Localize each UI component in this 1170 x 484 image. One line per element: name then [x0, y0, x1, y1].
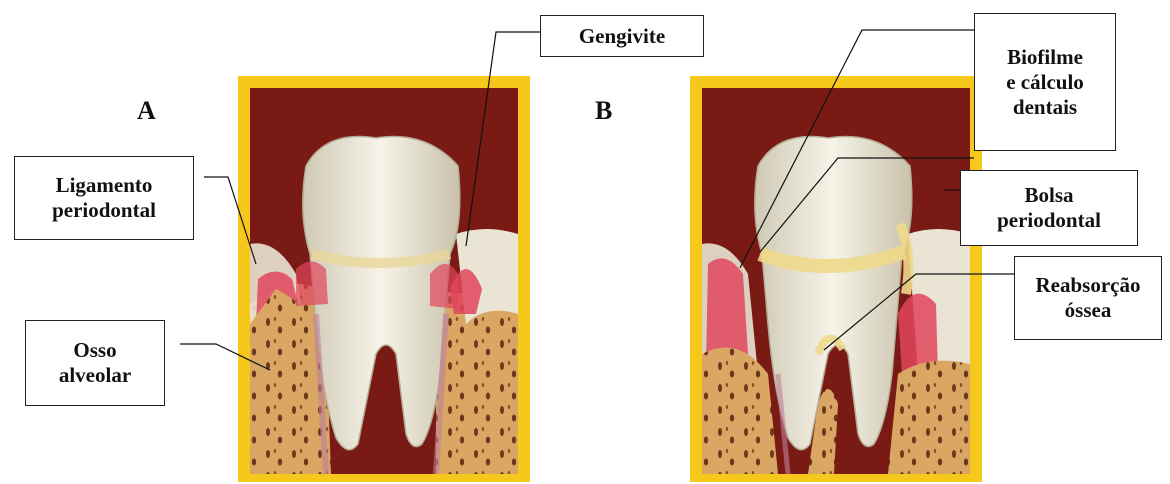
panel-letter-a: A — [137, 96, 156, 126]
illustration-periodontitis-tooth — [688, 74, 984, 484]
label-osso-alveolar: Osso alveolar — [25, 320, 165, 406]
label-biofilme-line-2: e cálculo — [1006, 70, 1084, 95]
label-ligamento-periodontal: Ligamento periodontal — [14, 156, 194, 240]
label-ligamento-line-1: Ligamento — [56, 173, 153, 198]
label-reabsorcao-line-1: Reabsorção — [1036, 273, 1141, 298]
label-bolsa-periodontal: Bolsa periodontal — [960, 170, 1138, 246]
label-biofilme-calculo: Biofilme e cálculo dentais — [974, 13, 1116, 151]
label-biofilme-line-1: Biofilme — [1007, 45, 1083, 70]
label-biofilme-line-3: dentais — [1013, 95, 1077, 120]
label-ligamento-line-2: periodontal — [52, 198, 156, 223]
label-gengivite: Gengivite — [540, 15, 704, 57]
panel-letter-b: B — [595, 96, 612, 126]
label-bolsa-line-1: Bolsa — [1024, 183, 1073, 208]
label-gengivite-line-1: Gengivite — [579, 24, 665, 49]
label-bolsa-line-2: periodontal — [997, 208, 1101, 233]
label-osso-line-2: alveolar — [59, 363, 131, 388]
label-reabsorcao-ossea: Reabsorção óssea — [1014, 256, 1162, 340]
label-reabsorcao-line-2: óssea — [1065, 298, 1112, 323]
label-osso-line-1: Osso — [73, 338, 116, 363]
illustration-healthy-tooth — [236, 74, 532, 484]
